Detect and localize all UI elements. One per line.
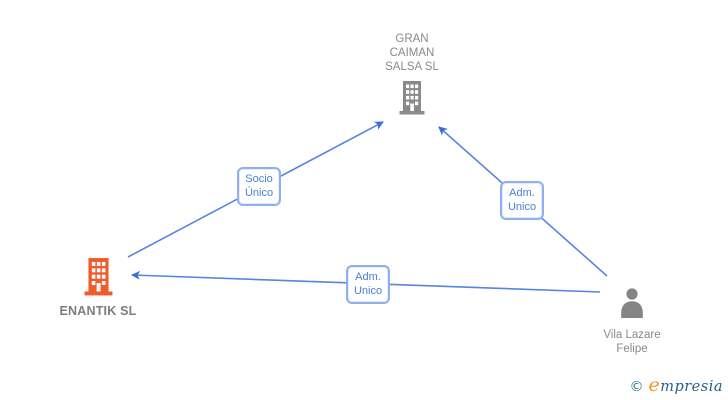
node-label-line: Felipe — [616, 343, 648, 355]
building-icon-orange — [84, 258, 113, 301]
node-vila-lazare-felipe[interactable]: Vila Lazare Felipe — [572, 287, 692, 356]
empresia-logo-rest: mpresia — [660, 379, 723, 395]
edge-label-line: Adm. — [355, 271, 381, 283]
edge-label-socio-unico: Socio Único — [237, 167, 281, 206]
edge-label-line: Unico — [353, 284, 383, 297]
empresia-watermark: © empresia — [629, 374, 723, 396]
edge-label-adm-unico-middle: Adm. Unico — [346, 265, 390, 304]
node-label-enantik: ENANTIK SL — [59, 304, 137, 318]
edge-label-adm-unico-right: Adm. Unico — [500, 181, 544, 220]
empresia-logo-e: e — [648, 374, 661, 396]
edge-label-line: Socio — [245, 173, 273, 185]
edge-label-line: Único — [244, 186, 274, 199]
node-label-vila: Vila Lazare Felipe — [603, 328, 660, 356]
edge-label-line: Unico — [507, 200, 537, 213]
node-label-gran-caiman: GRAN CAIMAN SALSA SL — [385, 32, 439, 74]
copyright-icon: © — [629, 379, 644, 395]
node-label-line: Vila Lazare — [603, 329, 661, 341]
node-gran-caiman-salsa-sl[interactable]: GRAN CAIMAN SALSA SL — [342, 32, 482, 120]
person-icon — [616, 287, 648, 323]
node-label-line: CAIMAN — [389, 47, 435, 59]
node-label-line: GRAN — [395, 33, 429, 45]
empresia-logo-text: empresia — [648, 374, 723, 396]
building-icon — [396, 81, 428, 120]
node-label-line: SALSA SL — [385, 61, 439, 73]
node-enantik-sl[interactable]: ENANTIK SL — [48, 258, 148, 318]
edge-label-line: Adm. — [509, 187, 535, 199]
